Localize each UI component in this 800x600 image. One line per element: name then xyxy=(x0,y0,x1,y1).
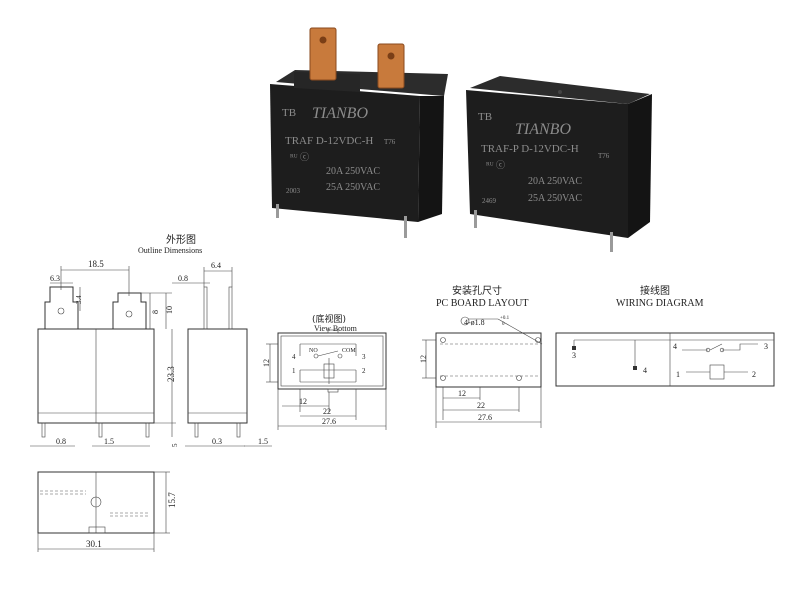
pin xyxy=(474,210,477,228)
rating-label-2: 25A 250VAC xyxy=(528,193,582,204)
pcb-outline xyxy=(435,332,542,388)
model-label: TRAF D-12VDC-H xyxy=(285,135,373,147)
front-tab-2 xyxy=(112,292,147,329)
pcb-dim-12-side: 12 xyxy=(419,355,428,363)
dim-30-1: 30.1 xyxy=(86,539,102,549)
quick-connect-tab-2 xyxy=(377,43,405,89)
bottom-pin-3: 3 xyxy=(362,353,366,361)
wiring-pin-3: 3 xyxy=(764,342,768,351)
wiring-pin-4: 4 xyxy=(673,342,677,351)
mounting-hole xyxy=(535,337,541,343)
dim-10: 10 xyxy=(165,306,174,314)
pcb-dim-22: 22 xyxy=(477,401,485,410)
outline-title-en: Outline Dimensions xyxy=(138,246,202,255)
bottom-pin-4: 4 xyxy=(292,353,296,361)
pin xyxy=(404,216,407,238)
dim-0-8-bottom: 0.8 xyxy=(56,437,66,446)
bottom-view-title-en: View Bottom xyxy=(314,324,358,333)
pcb-dim-27-6: 27.6 xyxy=(478,413,492,422)
pin xyxy=(194,422,199,438)
bottom-dim-12-side: 12 xyxy=(262,359,271,367)
bottom-dim-22: 22 xyxy=(323,407,331,416)
logo-icon: ƬB xyxy=(478,111,492,123)
pin xyxy=(610,232,613,252)
side-tab-1 xyxy=(203,286,208,330)
wiring-diagram: 接线图 WIRING DIAGRAM 3 4 4 3 1 2 xyxy=(555,284,775,387)
hole-spec: 4-ø1.8 xyxy=(464,318,485,327)
relay-photo-left: ƬB TIANBO TRAF D-12VDC-H T76 ᴿᵁ ⓒ 20A 25… xyxy=(270,27,448,238)
hole-tolerance-minus: 0 xyxy=(502,322,505,327)
mounting-hole xyxy=(516,375,522,381)
bottom-pin-1: 1 xyxy=(292,367,296,375)
wiring-title-cn: 接线图 xyxy=(640,284,670,297)
dim-23-3: 23.3 xyxy=(166,366,176,382)
dim-1-5-left: 1.5 xyxy=(104,437,114,446)
quick-connect-tab-1 xyxy=(309,27,337,81)
pcb-title-cn: 安装孔尺寸 xyxy=(452,284,502,297)
wiring-pin-1: 1 xyxy=(676,370,680,379)
dim-8: 8 xyxy=(151,310,160,314)
date-code: 2469 xyxy=(482,197,497,205)
rating-label-2: 25A 250VAC xyxy=(326,182,380,193)
dim-6-3: 6.3 xyxy=(50,274,60,283)
mounting-hole xyxy=(440,337,446,343)
cert-icons: ᴿᵁ ⓒ xyxy=(486,160,505,170)
bottom-dim-12: 12 xyxy=(299,397,307,406)
wiring-left-pin-3: 3 xyxy=(572,351,576,360)
dim-6-4: 6.4 xyxy=(211,261,221,270)
wiring-outline xyxy=(555,332,775,387)
label-com: COM xyxy=(342,348,356,354)
dim-5: 5 xyxy=(171,443,179,447)
bottom-view-title-cn: (底视图) xyxy=(312,313,346,325)
code-label: T76 xyxy=(384,138,396,146)
mounting-hole xyxy=(440,375,446,381)
dim-18-5: 18.5 xyxy=(88,259,104,269)
pcb-title-en: PC BOARD LAYOUT xyxy=(436,298,528,309)
front-tab-1 xyxy=(44,286,79,329)
pin xyxy=(145,422,150,438)
outline-title-cn: 外形图 xyxy=(166,234,196,246)
pin xyxy=(41,422,46,438)
switch-contact xyxy=(709,343,723,351)
bottom-pin-2: 2 xyxy=(362,367,366,375)
rating-label-1: 20A 250VAC xyxy=(528,176,582,187)
dim-3-4: 3.4 xyxy=(75,295,83,304)
wiring-pin-2: 2 xyxy=(752,370,756,379)
model-label: TRAF-P D-12VDC-H xyxy=(481,143,579,155)
hole-tolerance-plus: +0.1 xyxy=(500,316,510,321)
side-view-body xyxy=(187,328,248,424)
wiring-left-pin-4: 4 xyxy=(643,366,647,375)
brand-label: TIANBO xyxy=(515,121,571,138)
code-label: T76 xyxy=(598,152,610,160)
coil-symbol xyxy=(709,364,725,380)
dim-0-3: 0.3 xyxy=(212,437,222,446)
outline-dimensions: 外形图 Outline Dimensions 18.5 6.3 3.4 8 1 xyxy=(30,234,272,552)
side-tab-2 xyxy=(228,286,233,330)
bottom-view: (底视图) View Bottom NO COM 4 3 1 2 12 12 2… xyxy=(262,313,387,430)
date-code: 2003 xyxy=(286,187,301,195)
bottom-dim-27-6: 27.6 xyxy=(322,417,336,426)
pin xyxy=(276,204,279,218)
dim-15-7: 15.7 xyxy=(167,492,177,508)
dim-0-8-top: 0.8 xyxy=(178,274,188,283)
bottom-view-body xyxy=(277,332,387,390)
pin xyxy=(98,422,103,438)
wiring-title-en: WIRING DIAGRAM xyxy=(616,298,704,309)
rating-label-1: 20A 250VAC xyxy=(326,166,380,177)
pc-board-layout: 安装孔尺寸 PC BOARD LAYOUT 4-ø1.8 +0.1 0 12 1… xyxy=(419,284,543,428)
cert-icons: ᴿᵁ ⓒ xyxy=(290,152,309,162)
label-no: NO xyxy=(309,348,318,354)
pcb-dim-12: 12 xyxy=(458,389,466,398)
pin xyxy=(236,422,241,438)
relay-photo-right: ƬB TIANBO TRAF-P D-12VDC-H T76 ᴿᵁ ⓒ 20A … xyxy=(466,76,652,252)
logo-icon: ƬB xyxy=(282,107,296,119)
brand-label: TIANBO xyxy=(312,105,368,122)
dim-1-5-right: 1.5 xyxy=(258,437,268,446)
